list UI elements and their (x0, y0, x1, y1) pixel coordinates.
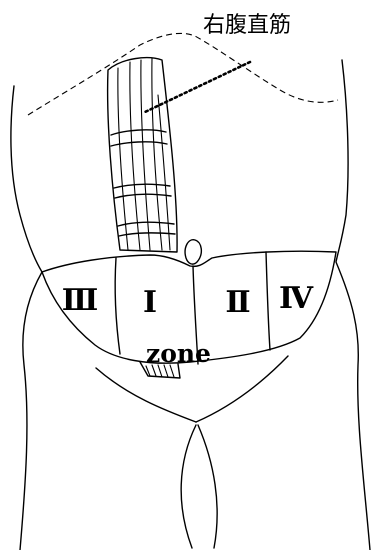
muscle-pointer-line (145, 62, 250, 112)
rib-margin-line (28, 33, 338, 115)
zone-iv-label: Ⅳ (279, 281, 314, 316)
umbilicus (185, 240, 201, 264)
torso-right-outline (336, 60, 370, 550)
zone-ii-label: Ⅱ (225, 285, 250, 320)
zone-divider-1 (115, 258, 120, 354)
zone-iii-label: Ⅲ (62, 283, 99, 318)
torso-left-outline (11, 86, 42, 550)
left-groin-curve (96, 368, 196, 422)
rectus-abdominis-muscle (108, 58, 177, 252)
zone-i-label: Ⅰ (143, 285, 157, 320)
muscle-label: 右腹直筋 (203, 13, 291, 38)
zone-caption: zone (146, 339, 211, 368)
crotch-lines (181, 425, 217, 548)
zone-divider-3 (266, 252, 270, 350)
